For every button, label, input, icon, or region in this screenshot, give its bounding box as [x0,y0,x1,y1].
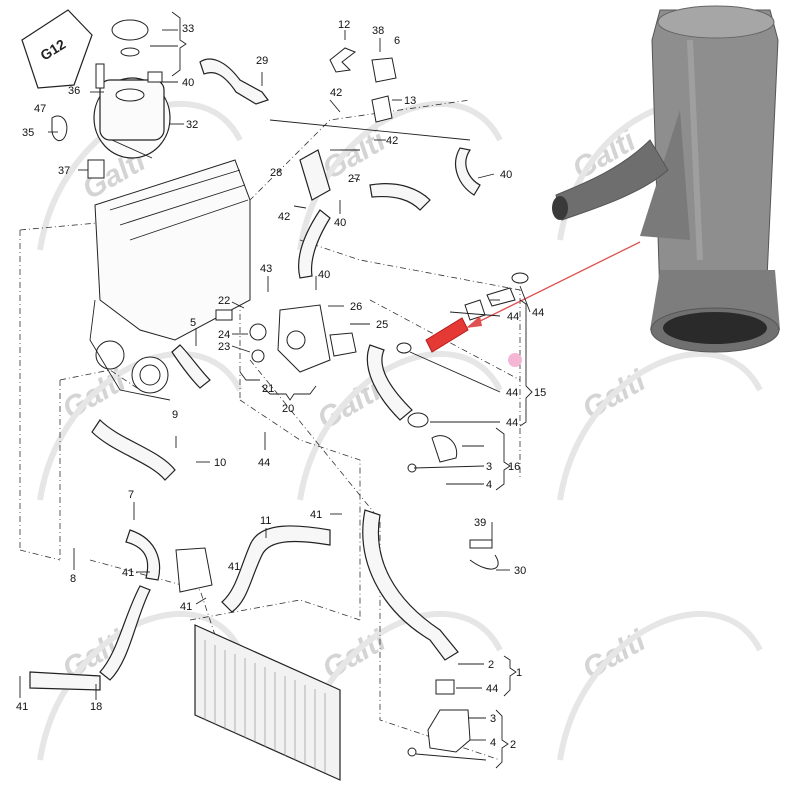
callout-35: 35 [22,127,34,139]
callout-41: 41 [122,567,134,579]
callout-41: 41 [180,601,192,613]
radiator [194,624,341,781]
callout-23: 23 [218,341,230,353]
callout-42: 42 [330,87,342,99]
callout-2: 2 [510,739,516,751]
callout-42: 42 [386,135,398,147]
pipe-assembly-15 [396,272,529,473]
callout-43: 43 [260,263,272,275]
highlighted-pipe [425,317,469,353]
callout-40: 40 [500,169,512,181]
callout-11: 11 [260,515,271,527]
callout-40: 40 [334,217,346,229]
callout-40: 40 [318,269,330,281]
callout-36: 36 [68,85,80,97]
hoses [29,58,481,691]
callout-3: 3 [486,461,492,473]
engine-block [89,159,251,401]
product-photo-pipe [552,5,780,353]
callout-9: 9 [172,409,178,421]
callout-30: 30 [514,565,526,577]
callout-4: 4 [486,479,492,491]
callout-labels: 33 40 32 36 47 35 37 29 12 38 6 42 13 42… [16,19,546,751]
callout-33: 33 [182,23,194,35]
callout-44: 44 [532,307,544,319]
callout-29: 29 [256,55,268,67]
callout-10: 10 [214,457,226,469]
callout-25: 25 [376,319,388,331]
braces [171,11,533,769]
lower-fittings [175,539,499,757]
callout-18: 18 [90,701,102,713]
callout-26: 26 [350,301,362,313]
callout-5: 5 [190,317,196,329]
small-fittings-top-left [51,63,163,179]
coolant-bottle: G12 [21,9,93,89]
callout-24: 24 [218,329,230,341]
pointer-arrow [466,241,641,367]
callout-41: 41 [228,561,240,573]
callout-47: 47 [34,103,46,115]
callout-2: 2 [488,659,494,671]
callout-41: 41 [310,509,322,521]
thermostat-housing [215,304,357,373]
bracket-parts [269,47,471,151]
callout-44: 44 [506,387,518,399]
callout-44: 44 [486,683,498,695]
callout-44: 44 [258,457,270,469]
callout-8: 8 [70,573,76,585]
callout-44: 44 [507,311,519,323]
callout-32: 32 [186,119,198,131]
callout-12: 12 [338,19,350,31]
callout-28: 28 [270,167,282,179]
callout-4: 4 [490,737,496,749]
leader-lines [19,29,531,761]
callout-38: 38 [372,25,384,37]
callout-13: 13 [404,95,416,107]
callout-37: 37 [58,165,70,177]
callout-22: 22 [218,295,230,307]
callout-39: 39 [474,517,486,529]
callout-27: 27 [348,173,360,185]
callout-16: 16 [508,461,520,473]
callout-6: 6 [394,35,400,47]
callout-44: 44 [506,417,518,429]
callout-15: 15 [534,387,546,399]
callout-42: 42 [278,211,290,223]
callout-7: 7 [128,489,134,501]
callout-20: 20 [282,403,294,415]
selection-marker [508,353,522,367]
callout-1: 1 [516,667,522,679]
callout-40: 40 [182,77,194,89]
callout-3: 3 [490,713,496,725]
callout-21: 21 [262,383,274,395]
callout-41: 41 [16,701,28,713]
expansion-reservoir [93,19,171,159]
